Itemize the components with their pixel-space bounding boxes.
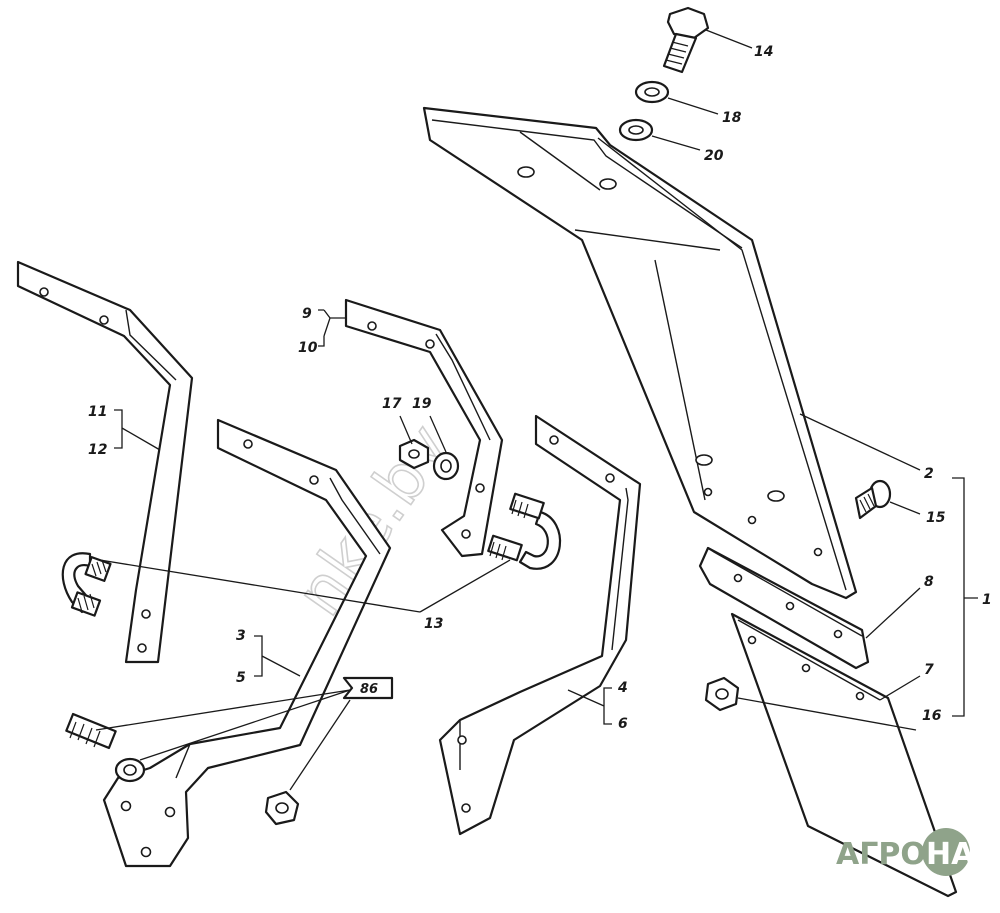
reference-box-label: 86 — [360, 682, 378, 697]
callout-14: 14 — [754, 44, 773, 60]
callout-19: 19 — [412, 396, 432, 412]
callout-17: 17 — [382, 396, 402, 412]
callout-18: 18 — [722, 110, 742, 126]
callout-15: 15 — [926, 510, 946, 526]
part-9-10-bracket — [344, 298, 504, 558]
callout-11: 11 — [88, 404, 107, 420]
leader-lines — [95, 29, 978, 791]
u-bolt-right — [487, 492, 562, 570]
reference-box-86: 86 — [342, 676, 394, 700]
callout-20: 20 — [704, 148, 724, 164]
callout-1: 1 — [982, 592, 992, 608]
callout-10: 10 — [298, 340, 318, 356]
bolt-14 — [662, 6, 710, 74]
part-3-5-long-bracket — [102, 418, 392, 868]
part-7-blade-plate — [730, 612, 958, 898]
part-4-6-bracket — [438, 414, 642, 836]
part-8-angle-bar — [698, 546, 870, 670]
u-bolt-left — [61, 552, 112, 617]
hex-nut-lower — [264, 790, 300, 826]
callout-2: 2 — [924, 466, 934, 482]
part-2-mounting-plate — [422, 106, 858, 600]
callout-9: 9 — [302, 306, 312, 322]
spring-washer-18 — [634, 80, 670, 104]
bolt-15 — [854, 479, 892, 520]
callout-8: 8 — [924, 574, 934, 590]
callout-5: 5 — [236, 670, 246, 686]
callout-6: 6 — [618, 716, 628, 732]
callout-16: 16 — [922, 708, 942, 724]
callout-3: 3 — [236, 628, 246, 644]
logo-agronka: АГРО НА — [836, 828, 975, 876]
callout-4: 4 — [617, 680, 628, 696]
logo-text-part1: АГРО — [836, 837, 926, 872]
stud-bolt — [65, 712, 117, 750]
logo-text-part2: НА — [926, 837, 975, 872]
hex-nut-16 — [704, 676, 740, 712]
watermark-text: nke.by — [282, 412, 465, 629]
callout-12: 12 — [88, 442, 107, 458]
callout-13: 13 — [424, 616, 443, 632]
hex-nut-17 — [398, 438, 430, 470]
callout-7: 7 — [924, 662, 934, 678]
lock-washer-19 — [432, 451, 460, 481]
flat-washer-20 — [618, 118, 654, 142]
washer-small — [114, 757, 146, 783]
part-11-12-bracket — [16, 260, 194, 664]
